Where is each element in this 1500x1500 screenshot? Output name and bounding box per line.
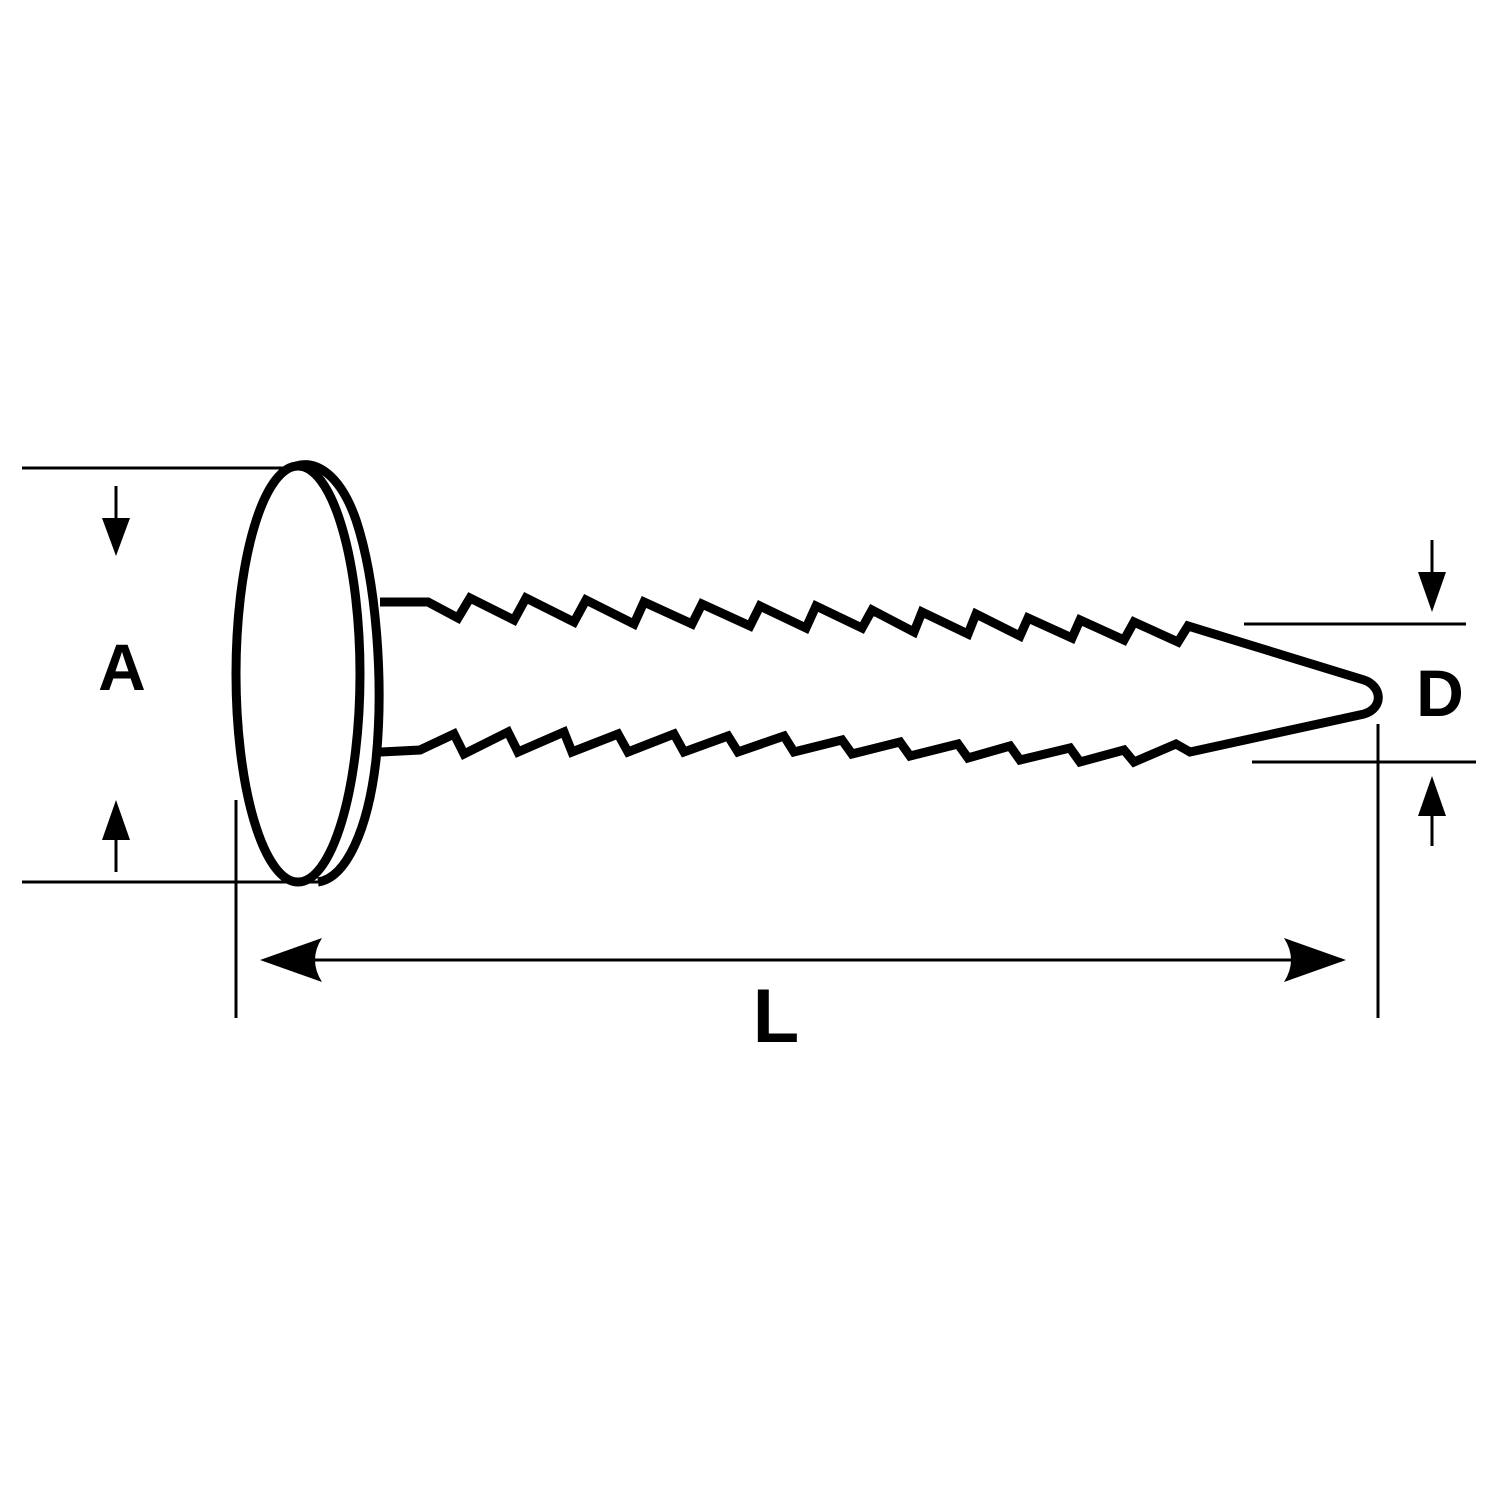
arrow-left-icon	[260, 938, 322, 982]
nail-head	[231, 460, 384, 887]
nail-head-rim	[294, 460, 384, 887]
nail-shank	[379, 592, 1383, 768]
arrow-down-icon	[1418, 572, 1446, 612]
arrow-up-icon	[1418, 776, 1446, 816]
nail-head-face	[231, 461, 365, 887]
dimension-a	[22, 466, 318, 884]
arrow-down-icon	[102, 518, 130, 556]
dimension-l	[234, 724, 1380, 1018]
arrow-up-icon	[102, 800, 130, 840]
label-d: D	[1416, 656, 1464, 730]
label-a: A	[98, 630, 146, 704]
arrow-right-icon	[1284, 938, 1346, 982]
label-l: L	[753, 974, 799, 1059]
